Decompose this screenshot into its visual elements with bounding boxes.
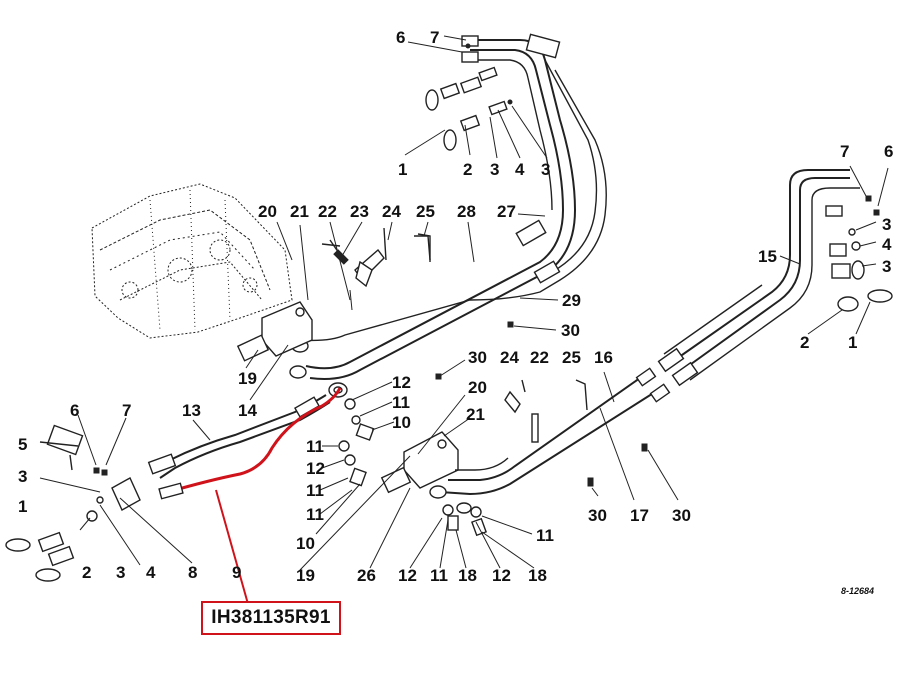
callout: 30 <box>468 348 487 367</box>
callout: 30 <box>561 321 580 340</box>
callout: 28 <box>457 202 476 221</box>
left-lower-hoses <box>5 382 348 605</box>
callout: 25 <box>562 348 581 367</box>
callout: 3 <box>541 160 550 179</box>
figure-code: 8-12684 <box>841 586 874 596</box>
upper-pipe-assembly <box>289 33 607 380</box>
callout: 3 <box>882 215 891 234</box>
callout: 15 <box>758 247 777 266</box>
control-valve-right <box>299 359 471 571</box>
callout: 2 <box>82 563 91 582</box>
callout: 12 <box>392 373 411 392</box>
callout: 24 <box>382 202 401 221</box>
callout: 14 <box>238 401 257 420</box>
callout: 22 <box>530 348 549 367</box>
callout: 11 <box>536 526 554 545</box>
callout: 8 <box>188 563 197 582</box>
callout: 19 <box>296 566 315 585</box>
callout: 1 <box>18 497 27 516</box>
callout: 11 <box>306 481 324 500</box>
top-fittings <box>404 35 548 159</box>
callout: 21 <box>290 202 309 221</box>
callout: 12 <box>398 566 417 585</box>
callout-labels: 1 2 3 4 3 6 7 20 21 22 23 24 25 28 27 29… <box>18 28 893 585</box>
engine-block-illustration <box>91 183 293 339</box>
callout: 29 <box>562 291 581 310</box>
callout: 4 <box>146 563 156 582</box>
callout: 24 <box>500 348 519 367</box>
callout: 3 <box>116 563 125 582</box>
callout: 7 <box>840 142 849 161</box>
callout: 16 <box>594 348 613 367</box>
callout: 7 <box>122 401 131 420</box>
small-parts-upper <box>321 213 559 331</box>
callout: 6 <box>70 401 79 420</box>
part-number-label: IH381135R91 <box>201 601 341 635</box>
callout: 12 <box>306 459 325 478</box>
callout: 17 <box>630 506 649 525</box>
callout: 19 <box>238 369 257 388</box>
callout: 7 <box>430 28 439 47</box>
right-side-pipes <box>657 165 893 387</box>
control-valve-left <box>236 221 431 401</box>
callout: 4 <box>882 235 892 254</box>
callout: 9 <box>232 563 241 582</box>
callout: 2 <box>463 160 472 179</box>
callout: 1 <box>848 333 857 352</box>
center-fittings <box>315 381 395 535</box>
callout: 5 <box>18 435 27 454</box>
callout: 4 <box>515 160 525 179</box>
callout: 21 <box>466 405 485 424</box>
callout: 10 <box>392 413 411 432</box>
callout: 22 <box>318 202 337 221</box>
callout: 27 <box>497 202 516 221</box>
callout: 6 <box>396 28 405 47</box>
callout: 20 <box>258 202 277 221</box>
callout: 11 <box>306 437 324 456</box>
callout: 20 <box>468 378 487 397</box>
callout: 11 <box>392 393 410 412</box>
callout: 12 <box>492 566 511 585</box>
callout: 11 <box>306 505 324 524</box>
callout: 30 <box>672 506 691 525</box>
callout: 18 <box>528 566 547 585</box>
callout: 3 <box>18 467 27 486</box>
callout: 3 <box>882 257 891 276</box>
callout: 3 <box>490 160 499 179</box>
callout: 23 <box>350 202 369 221</box>
callout: 6 <box>884 142 893 161</box>
callout: 25 <box>416 202 435 221</box>
callout: 18 <box>458 566 477 585</box>
callout: 1 <box>398 160 407 179</box>
right-lower-pipes <box>409 367 679 569</box>
callout: 30 <box>588 506 607 525</box>
callout: 13 <box>182 401 201 420</box>
callout: 11 <box>430 566 448 585</box>
part-number-text: IH381135R91 <box>211 607 331 628</box>
callout: 10 <box>296 534 315 553</box>
callout: 26 <box>357 566 376 585</box>
callout: 2 <box>800 333 809 352</box>
